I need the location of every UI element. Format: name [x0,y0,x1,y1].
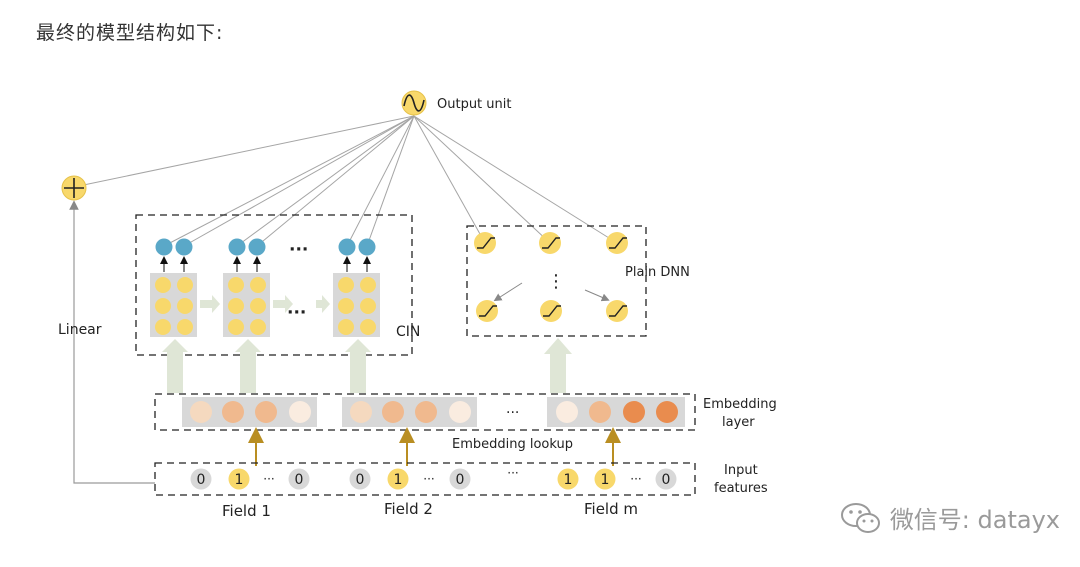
cin-flow-arrows [200,295,330,313]
embedding-lookup-arrows [248,427,621,466]
watermark: 微信号: datayx [840,500,1060,535]
cin-sum-pooling-1 [155,238,193,272]
embedding-lookup-label: Embedding lookup [452,437,573,452]
sum-node [61,175,87,201]
cin-label: CIN [396,324,420,340]
output-unit-label: Output unit [437,97,511,112]
field-2-label: Field 2 [384,500,433,518]
embedding-layer-box [154,393,696,431]
cin-sum-pooling-2 [228,238,266,272]
dnn-internal-arrows [493,282,610,302]
cin-feature-map-2 [223,273,270,337]
watermark-text: 微信号: datayx [889,506,1060,534]
field-2-value-3: ··· [423,472,434,486]
field-1-value-1: 0 [197,472,206,488]
linear-path [69,200,155,484]
field-2-value-4: 0 [456,472,465,488]
input-ellipsis: ··· [507,466,518,480]
field-1-value-4: 0 [295,472,304,488]
embedding-layer-label-line2: layer [722,415,755,430]
input-field-m [557,468,677,490]
output-unit-node [401,90,427,116]
field-2-value-2: 1 [394,472,403,488]
dnn-vertical-ellipsis: ⋮ [547,271,565,292]
field-1-label: Field 1 [222,502,271,520]
feature-up-arrows [162,338,572,393]
wechat-icon [840,502,880,533]
input-features-label-line2: features [714,481,768,496]
input-field-1 [190,468,310,490]
field-m-value-1: 1 [564,472,573,488]
cin-ellipsis-top: ··· [289,240,308,260]
field-1-value-2: 1 [235,472,244,488]
input-field-2 [349,468,471,490]
embedding-layer-label-line1: Embedding [703,397,777,412]
page-heading: 最终的模型结构如下: [36,22,224,44]
linear-label: Linear [58,322,102,338]
field-2-value-1: 0 [356,472,365,488]
plain-dnn-box [466,225,647,337]
field-m-label: Field m [584,500,638,518]
embedding-vectors [182,397,685,427]
field-1-value-3: ··· [263,472,274,486]
dnn-neurons [474,232,628,322]
cin-feature-map-1 [150,273,197,337]
cin-box [135,214,413,356]
embedding-ellipsis: ··· [506,405,519,421]
input-features-label-line1: Input [724,463,758,478]
input-features-box [154,462,696,496]
cin-sum-pooling-3 [338,238,376,272]
cin-ellipsis-middle: ··· [287,303,306,323]
field-m-value-3: ··· [630,472,641,486]
output-connections [73,115,618,247]
field-m-value-4: 0 [662,472,671,488]
field-m-value-2: 1 [601,472,610,488]
cin-feature-map-3 [333,273,380,337]
plain-dnn-label: Plain DNN [625,265,690,280]
